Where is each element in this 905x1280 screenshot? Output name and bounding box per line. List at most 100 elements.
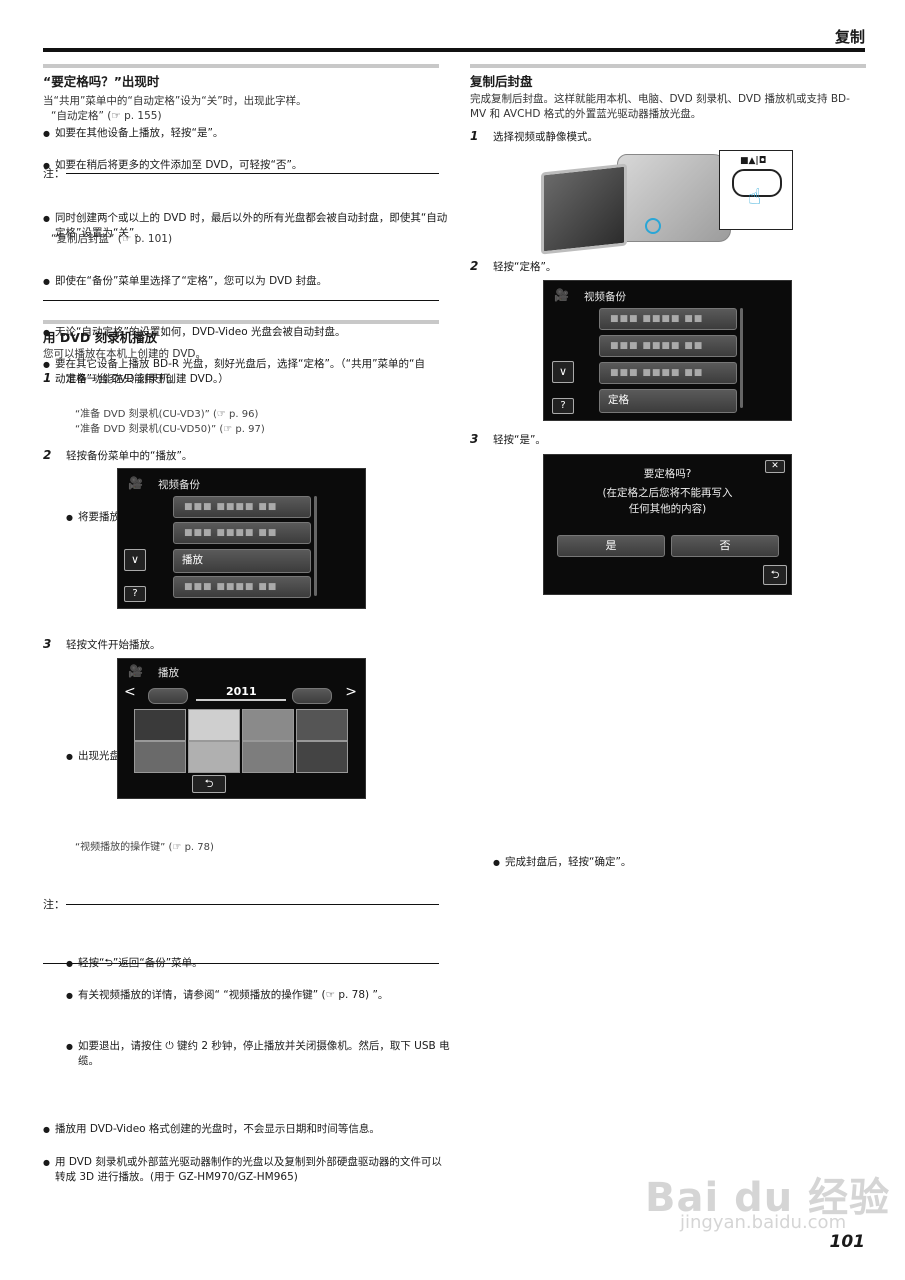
menu-option-play[interactable]: 播放 — [173, 549, 311, 573]
menu-option-label: 定格 — [608, 394, 629, 406]
menu-option-blurred[interactable]: ■■■ ■■■■ ■■ — [599, 308, 737, 330]
step-text: 选择视频或静像模式。 — [493, 131, 598, 143]
step-number: 3 — [470, 432, 479, 446]
yes-button[interactable]: 是 — [557, 535, 665, 557]
note-item: 要在其它设备上播放 BD-R 光盘，刻好光盘后，选择“定格”。（“共用”菜单的“… — [43, 357, 435, 387]
year-label: 2011 — [226, 685, 257, 698]
lcd-screen — [541, 163, 627, 255]
chevron-down-icon[interactable]: ∨ — [552, 361, 574, 383]
video-still-mode-icon: ■▲|◘ — [740, 156, 767, 166]
menu-option-blurred[interactable]: ■■■ ■■■■ ■■ — [599, 335, 737, 357]
video-thumbnail[interactable] — [188, 709, 240, 741]
reference-link[interactable]: “自动定格” (☞ p. 155) — [51, 110, 162, 122]
video-thumbnail[interactable] — [296, 741, 348, 773]
screen-title: 播放 — [158, 667, 179, 679]
step-number: 1 — [470, 129, 479, 143]
note-rule — [66, 904, 439, 905]
backup-menu-screen: 🎥 视频备份 ■■■ ■■■■ ■■ ■■■ ■■■■ ■■ 播放 ■■■ ■■… — [117, 468, 366, 609]
dialog-line: 任何其他的内容) — [628, 503, 707, 515]
no-button[interactable]: 否 — [671, 535, 779, 557]
step-text: 轻按“定格”。 — [493, 261, 557, 273]
screen-title: 视频备份 — [584, 291, 626, 303]
step-text: 轻按“是”。 — [493, 434, 546, 446]
dialog-line: 要定格吗? — [643, 468, 692, 480]
note-label: 注： — [43, 167, 65, 180]
mode-button[interactable] — [732, 169, 782, 197]
video-thumbnail[interactable] — [134, 741, 186, 773]
section-bar — [470, 64, 866, 68]
section-bar — [43, 320, 439, 324]
section-end-rule — [43, 963, 439, 964]
timeline-bar — [196, 699, 286, 701]
header-rule — [43, 48, 865, 52]
step-text: 轻按文件开始播放。 — [66, 639, 161, 651]
camcorder-illustration: ■▲|◘ ☝ — [541, 148, 793, 255]
step-number: 1 — [43, 371, 52, 385]
pointing-hand-icon: ☝ — [748, 185, 762, 210]
note-item: 播放用 DVD-Video 格式创建的光盘时，不会显示日期和时间等信息。 — [43, 1122, 451, 1137]
chevron-down-icon[interactable]: ∨ — [124, 549, 146, 571]
help-button[interactable]: ? — [552, 398, 574, 414]
reference-link[interactable]: “准备 DVD 刻录机(CU-VD50)” (☞ p. 97) — [75, 424, 265, 435]
list-item: 如要在稍后将更多的文件添加至 DVD，可轻按“否”。 — [43, 158, 445, 173]
finalize-confirm-screen: ✕ 要定格吗? (在定格之后您将不能再写入 任何其他的内容) 是 否 ⮌ — [543, 454, 792, 595]
menu-option-label: 播放 — [182, 554, 203, 566]
section-bar — [43, 64, 439, 68]
screen-title: 视频备份 — [158, 479, 200, 491]
menu-option-blurred[interactable]: ■■■ ■■■■ ■■ — [599, 362, 737, 384]
list-item: 如要在其他设备上播放，轻按“是”。 — [43, 126, 445, 141]
intro-text: 您可以播放在本机上创建的 DVD。 — [43, 348, 207, 360]
list-item: 完成封盘后，轻按“确定”。 — [493, 855, 875, 870]
chevron-left-icon[interactable]: < — [124, 684, 136, 700]
chevron-right-icon[interactable]: > — [345, 684, 357, 700]
reference-link[interactable]: “复制后封盘” (☞ p. 101) — [51, 233, 173, 245]
step-number: 3 — [43, 637, 52, 651]
section-end-rule — [43, 300, 439, 301]
page-number: 101 — [829, 1232, 866, 1252]
intro-text: 当“共用”菜单中的“自动定格”设为“关”时，出现此字样。 — [43, 95, 307, 107]
step-number: 2 — [43, 448, 52, 462]
close-icon[interactable]: ✕ — [765, 460, 785, 473]
playback-index-screen: 🎥 播放 < > 2011 ⮌ — [117, 658, 366, 799]
baidu-watermark-logo: Bai du 经验 — [645, 1175, 891, 1221]
page-header-title: 复制 — [834, 28, 865, 46]
video-thumbnail[interactable] — [134, 709, 186, 741]
back-button[interactable]: ⮌ — [763, 565, 787, 585]
menu-option-finalize[interactable]: 定格 — [599, 389, 737, 413]
section-title-finalize-after-copy: 复制后封盘 — [470, 74, 533, 89]
note-item: 无论“自动定格”的设置如何，DVD-Video 光盘会被自动封盘。 — [43, 325, 451, 340]
list-item: 有关视频播放的详情，请参阅“ “视频播放的操作键” (☞ p. 78) ”。 — [66, 988, 448, 1003]
scrollbar[interactable] — [314, 496, 317, 596]
video-thumbnail[interactable] — [242, 741, 294, 773]
date-pill-blurred[interactable] — [292, 688, 332, 704]
step-text: 准备一台 DVD 刻录机。 — [66, 373, 180, 385]
backup-menu-screen: 🎥 视频备份 ■■■ ■■■■ ■■ ■■■ ■■■■ ■■ ■■■ ■■■■ … — [543, 280, 792, 421]
camcorder-body — [617, 154, 731, 242]
mode-button-highlight — [645, 218, 661, 234]
help-button[interactable]: ? — [124, 586, 146, 602]
note-item: 即使在“备份”菜单里选择了“定格”，您可以为 DVD 封盘。 — [43, 274, 451, 289]
back-button[interactable]: ⮌ — [192, 775, 226, 793]
intro-text: 完成复制后封盘。这样就能用本机、电脑、DVD 刻录机、DVD 播放机或支持 BD… — [470, 93, 850, 120]
scrollbar[interactable] — [740, 308, 743, 408]
reference-link[interactable]: “视频播放的操作键” (☞ p. 78) — [75, 842, 214, 853]
note-item: 同时创建两个或以上的 DVD 时，最后以外的所有光盘都会被自动封盘，即使其“自动… — [43, 211, 451, 241]
video-camera-icon: 🎥 — [128, 476, 143, 490]
video-thumbnail[interactable] — [242, 709, 294, 741]
dialog-line: (在定格之后您将不能再写入 — [602, 487, 733, 499]
reference-link[interactable]: “准备 DVD 刻录机(CU-VD3)” (☞ p. 96) — [75, 409, 259, 420]
list-item: 如要退出，请按住 ⏻ 键约 2 秒钟，停止播放并关闭摄像机。然后，取下 USB … — [66, 1039, 450, 1069]
note-rule — [66, 173, 439, 174]
video-thumbnail[interactable] — [296, 709, 348, 741]
video-thumbnail[interactable] — [188, 741, 240, 773]
note-label: 注： — [43, 898, 65, 911]
mode-switch-inset: ■▲|◘ ☝ — [719, 150, 793, 230]
menu-option-blurred[interactable]: ■■■ ■■■■ ■■ — [173, 496, 311, 518]
video-camera-icon: 🎥 — [554, 288, 569, 302]
step-text: 轻按备份菜单中的“播放”。 — [66, 450, 193, 462]
note-item: 用 DVD 刻录机或外部蓝光驱动器制作的光盘以及复制到外部硬盘驱动器的文件可以转… — [43, 1155, 451, 1185]
menu-option-blurred[interactable]: ■■■ ■■■■ ■■ — [173, 522, 311, 544]
section-title-finalize-prompt: “要定格吗？”出现时 — [43, 74, 160, 89]
date-pill-blurred[interactable] — [148, 688, 188, 704]
menu-option-blurred[interactable]: ■■■ ■■■■ ■■ — [173, 576, 311, 598]
